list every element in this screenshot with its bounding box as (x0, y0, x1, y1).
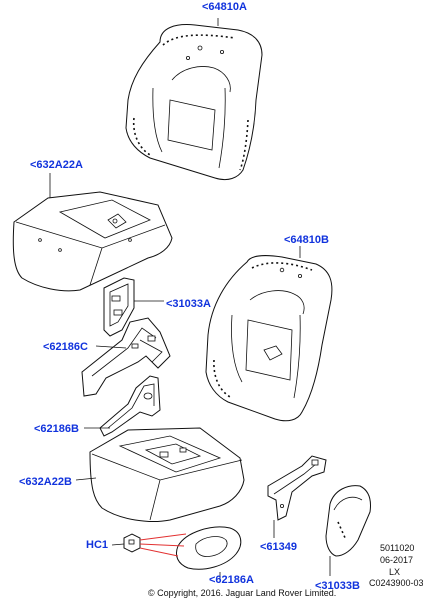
callout-62186b[interactable]: <62186B (34, 423, 79, 435)
reference-code: 5011020 (380, 543, 415, 553)
cover-panel-part (325, 485, 371, 557)
callout-31033b[interactable]: <31033B (315, 580, 360, 592)
cushion-foam-upper (12, 191, 173, 292)
backrest-foam-lower (205, 255, 333, 422)
bracket-upper-part (103, 277, 135, 337)
callout-632a22b[interactable]: <632A22B (19, 476, 72, 488)
backrest-foam-upper (125, 24, 263, 181)
support-bracket-part (267, 455, 327, 521)
bracket-left-part (81, 317, 171, 397)
pad-part (175, 526, 242, 570)
callout-31033a[interactable]: <31033A (166, 298, 211, 310)
callout-62186c[interactable]: <62186C (43, 341, 88, 353)
copyright-notice: © Copyright, 2016. Jaguar Land Rover Lim… (148, 588, 337, 598)
reference-date: 06-2017 (380, 555, 414, 565)
callout-64810b[interactable]: <64810B (284, 234, 329, 246)
callout-64810a[interactable]: <64810A (202, 1, 247, 13)
cushion-foam-lower-part (89, 427, 245, 522)
callout-62186a[interactable]: <62186A (209, 574, 254, 586)
clip-part (123, 533, 141, 553)
leader-lines (49, 18, 331, 580)
reference-model: LX (389, 567, 401, 577)
bracket-lower-part (99, 375, 161, 437)
callout-61349[interactable]: <61349 (260, 541, 298, 553)
callout-hc1[interactable]: HC1 (86, 539, 109, 551)
reference-figure: C0243900-03 (369, 578, 423, 588)
callout-632a22a[interactable]: <632A22A (30, 159, 83, 171)
